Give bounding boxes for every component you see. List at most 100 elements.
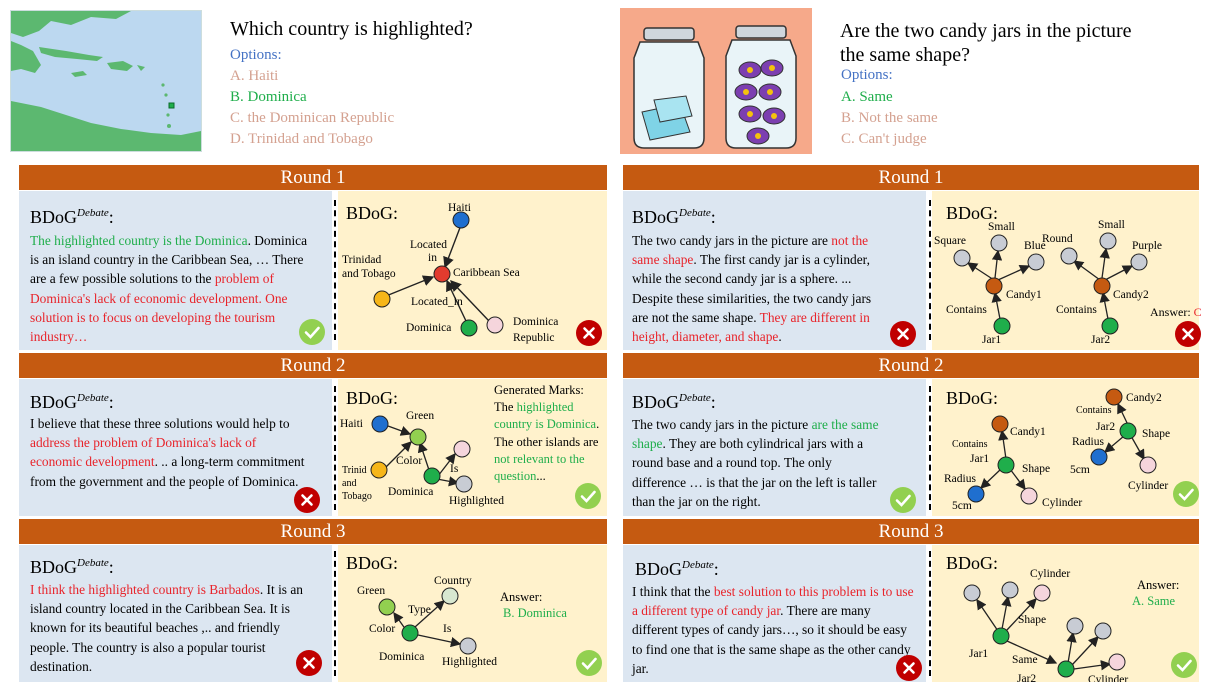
text-run: The highlighted country is the Dominica <box>30 233 248 248</box>
label-cylinder1: Cylinder <box>1030 568 1070 580</box>
left-round2-graph-head: BDoG: <box>346 388 399 408</box>
right-round2-bar: Round 2 <box>623 353 1199 378</box>
right-round3-debate-text: I think that the best solution to this p… <box>632 582 915 678</box>
left-round3-graph-head: BDoG: <box>346 553 399 573</box>
text-run: . .. a long-term commitment from the gov… <box>30 454 305 489</box>
left-round1-graph-svg: Haiti Located in Trinidad and Tobago Car… <box>342 202 558 344</box>
node-highlighted <box>459 637 477 655</box>
node-highlighted <box>455 475 473 493</box>
label-candy2: Candy2 <box>1126 392 1162 404</box>
left-round2-debate-text: I believe that these three solutions wou… <box>30 414 305 491</box>
text-run: not the same shape <box>632 233 869 268</box>
label-same: Same <box>1012 654 1038 666</box>
left-round3-bar: Round 3 <box>19 519 607 544</box>
label-radius1: Radius <box>944 473 976 485</box>
right-round2-graph-head: BDoG: <box>946 388 999 408</box>
left-round1-debate-head: BDoGDebate: <box>30 207 114 227</box>
label-jar1: Jar1 <box>970 453 989 465</box>
label-dominican-b: Republic <box>513 332 555 344</box>
label-shape: Shape <box>1018 614 1046 626</box>
caribbean-map <box>11 11 201 151</box>
label-5cm1: 5cm <box>952 500 972 512</box>
label-color: Color <box>396 455 422 467</box>
left-round1-graph-head: BDoG: <box>346 203 399 223</box>
left-question: Which country is highlighted? <box>230 18 473 40</box>
node-jar1 <box>993 317 1011 335</box>
node-dominican-republic <box>486 316 504 334</box>
text-run: The two candy jars in the picture <box>632 417 812 432</box>
right-round1-debate <box>623 191 926 350</box>
node-purple <box>1130 253 1148 271</box>
node-d <box>1094 622 1112 640</box>
node-pink <box>453 440 471 458</box>
node-haiti <box>452 211 470 229</box>
label-located-b: in <box>428 252 437 264</box>
label-radius2: Radius <box>1072 436 1104 448</box>
left-round2-debate <box>19 379 332 516</box>
right-question-line2: the same shape? <box>840 44 970 66</box>
label-small1: Small <box>988 221 1015 233</box>
left-round3-answer-value: B. Dominica <box>503 606 567 620</box>
label-green: Green <box>357 585 385 597</box>
right-round1-debate-text: The two candy jars in the picture are no… <box>632 231 882 346</box>
node-candy2 <box>1105 388 1123 406</box>
node-round <box>1060 247 1078 265</box>
node-candy1 <box>985 277 1003 295</box>
node-a <box>963 584 981 602</box>
label-purple: Purple <box>1132 240 1162 252</box>
text-run: They are different in height, diameter, … <box>632 309 870 345</box>
text-run: I believe that these three solutions wou… <box>30 416 290 431</box>
node-haiti <box>371 415 389 433</box>
right-round1-graph-cross-icon <box>1175 321 1201 347</box>
right-round3-debate <box>623 545 926 682</box>
right-round3-graph-svg: Cylinder Shape Jar1 Same Jar2 Cylinder <box>963 568 1128 682</box>
text-run: ... <box>536 469 546 484</box>
map-image <box>10 10 202 152</box>
node-cylinder2 <box>1139 456 1157 474</box>
text-run: best solution to this problem is to use … <box>632 584 914 619</box>
right-question-line1: Are the two candy jars in the picture <box>840 20 1132 42</box>
label-contains1: Contains <box>952 439 988 450</box>
text-run: address the problem of Dominica's lack o… <box>30 435 257 470</box>
node-dominica <box>460 319 478 337</box>
text-run: highlighted country is Dominica <box>494 400 597 432</box>
text-run: . They are both cylindrical jars with a … <box>632 436 877 509</box>
label-shape1: Shape <box>1022 463 1050 475</box>
right-option-a: A. Same <box>841 89 893 105</box>
right-round1-answer-value: C <box>1193 305 1202 319</box>
left-round2-graph-svg: Haiti Green Trinid and Tobago Color Is D… <box>340 410 504 507</box>
right-round3-debate-head: BDoGDebate: <box>635 559 719 579</box>
left-option-d: D. Trinidad and Tobago <box>230 131 373 147</box>
label-candy1: Candy1 <box>1010 426 1046 438</box>
text-run: The <box>494 400 517 414</box>
node-trinidad <box>370 461 388 479</box>
left-round2-marks-title: Generated Marks: <box>494 383 584 397</box>
label-dominica: Dominica <box>406 322 451 334</box>
node-jar1 <box>992 627 1010 645</box>
candy-jars-illustration <box>620 8 812 154</box>
right-round2-divider <box>929 386 931 510</box>
right-round1-answer: Answer: C <box>1150 305 1202 320</box>
label-trinidad-a: Trinid <box>342 465 367 476</box>
node-blue <box>1027 253 1045 271</box>
label-candy1: Candy1 <box>1006 289 1042 301</box>
label-cylinder2: Cylinder <box>1088 674 1128 682</box>
label-jar2: Jar2 <box>1017 673 1036 682</box>
text-run: I think that the <box>632 584 714 599</box>
right-round2-graph-svg: Candy1 Contains Jar1 Radius Shape 5cm Cy… <box>944 388 1170 512</box>
label-haiti: Haiti <box>340 418 363 430</box>
label-located-a: Located <box>410 239 447 251</box>
left-round2-graph-check-icon <box>575 483 601 509</box>
candy-jars-image <box>620 8 812 154</box>
node-cylinder1 <box>1033 584 1051 602</box>
node-small2 <box>1099 232 1117 250</box>
left-round1-graph-cross-icon <box>576 320 602 346</box>
label-highlighted: Highlighted <box>449 495 504 507</box>
left-round2-debate-head: BDoGDebate: <box>30 392 114 412</box>
right-option-b: B. Not the same <box>841 110 938 126</box>
left-round1-divider <box>334 200 336 340</box>
node-candy2 <box>1093 277 1111 295</box>
right-round2-debate-text: The two candy jars in the picture are th… <box>632 415 887 511</box>
right-round1-debate-cross-icon <box>890 321 916 347</box>
